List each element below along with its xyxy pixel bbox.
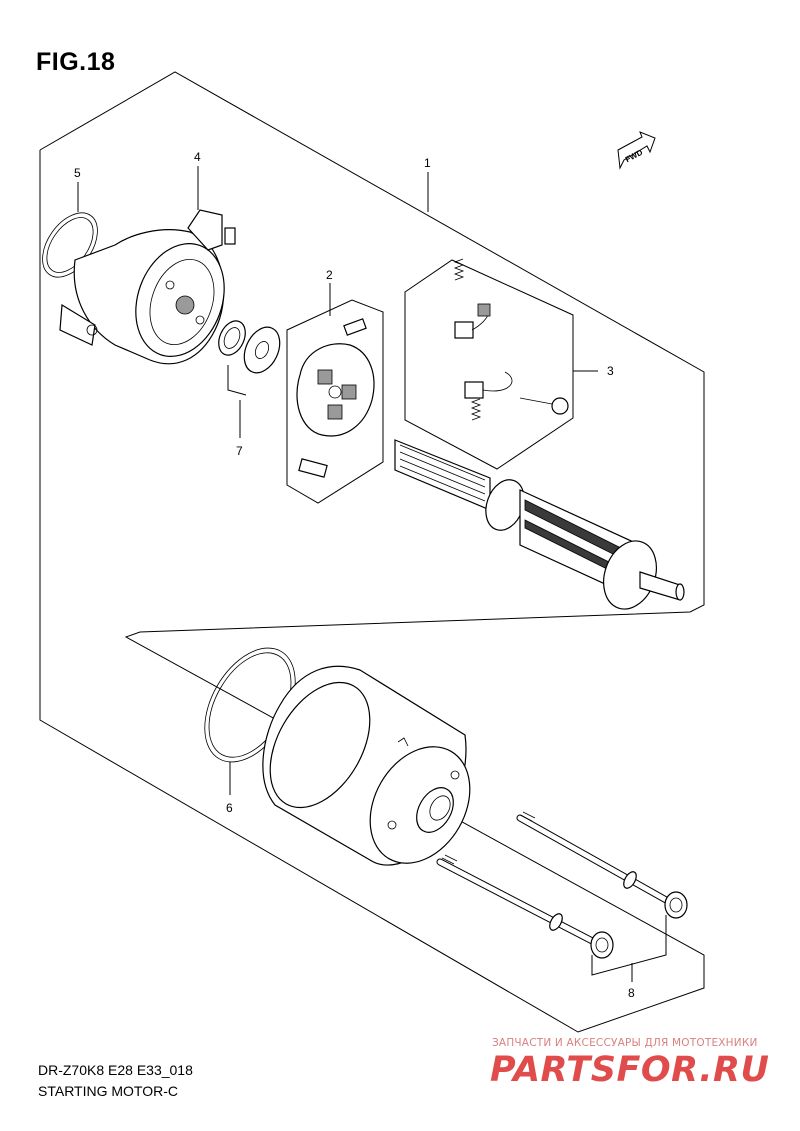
diagram-name: STARTING MOTOR-C (38, 1083, 178, 1099)
brush-holder-plate (296, 318, 375, 478)
figure-title: FIG.18 (36, 48, 116, 76)
diagram-code: DR-Z70K8 E28 E33_018 (38, 1062, 193, 1078)
brush-set (453, 258, 569, 421)
callout-4: 4 (194, 150, 201, 164)
brush-set-box (404, 259, 574, 470)
armature (394, 439, 685, 610)
callout-1: 1 (424, 156, 431, 170)
motor-yoke (262, 665, 471, 866)
watermark-tagline: ЗАПЧАСТИ И АКСЕССУАРЫ ДЛЯ МОТОТЕХНИКИ (492, 1037, 758, 1049)
assembly-frame (39, 71, 705, 1033)
washer-set (218, 320, 281, 396)
leader-lines (77, 166, 633, 982)
callout-2: 2 (326, 268, 333, 282)
watermark-brand: PARTSFOR.RU (490, 1050, 770, 1090)
fwd-arrow-icon: FWD (617, 131, 656, 170)
callout-7: 7 (236, 444, 243, 458)
long-bolt-lower (436, 854, 667, 976)
callout-6: 6 (226, 801, 233, 815)
callout-3: 3 (607, 364, 614, 378)
callout-5: 5 (74, 166, 81, 180)
housing-end-cover (59, 209, 236, 365)
callout-numbers: 1 2 3 4 5 6 7 8 (74, 150, 635, 1000)
brush-holder-box (286, 299, 384, 504)
long-bolt-upper (516, 811, 688, 919)
callout-8: 8 (628, 986, 635, 1000)
